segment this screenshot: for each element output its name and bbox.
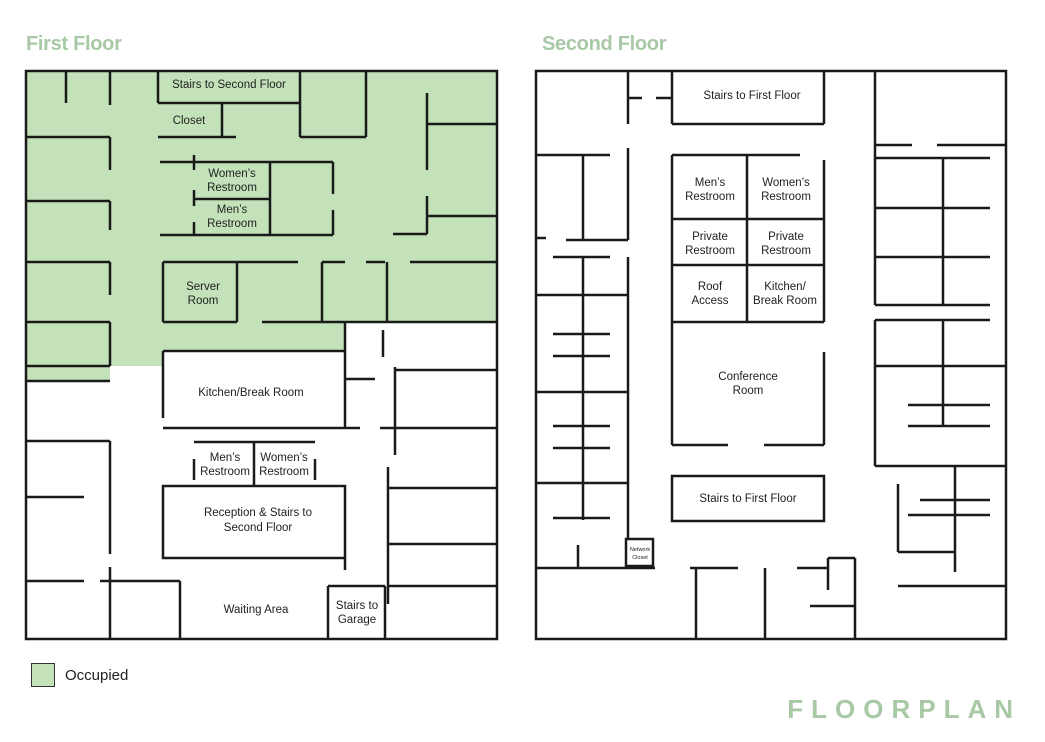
occupied-area (26, 71, 497, 381)
room-label-mens-line1: Men’s (695, 177, 726, 189)
room-label-reception-line1: Reception & Stairs to (204, 507, 312, 519)
first-floor-walls (26, 71, 497, 639)
legend: Occupied (31, 663, 128, 687)
room-label-kitchen-line1: Kitchen/ (764, 281, 806, 293)
first-floor-outer-wall (24, 69, 499, 641)
room-label-womens-low-line2: Restroom (259, 466, 309, 478)
room-label-closet: Closet (173, 115, 206, 127)
room-label-private-a-line1: Private (692, 231, 728, 243)
room-label-conference-line1: Conference (718, 371, 777, 383)
room-label-stairs-bottom: Stairs to First Floor (699, 493, 796, 505)
room-label-conference-line2: Room (733, 385, 764, 397)
legend-occupied-swatch (31, 663, 55, 687)
room-label-server-line2: Room (188, 295, 219, 307)
second-floor-outer-wall (534, 69, 1008, 641)
room-label-womens-low-line1: Women’s (260, 452, 308, 464)
room-label-server-line1: Server (186, 281, 220, 293)
room-label-private-a-line2: Restroom (685, 245, 735, 257)
room-label-kitchen-line2: Break Room (753, 295, 817, 307)
room-label-kitchen: Kitchen/Break Room (198, 387, 303, 399)
room-label-mens-top-line1: Men’s (217, 204, 248, 216)
room-label-mens-low-line2: Restroom (200, 466, 250, 478)
room-label-roof-line1: Roof (698, 281, 723, 293)
room-label-stairs-top: Stairs to First Floor (703, 90, 800, 102)
room-label-womens-top-line2: Restroom (207, 182, 257, 194)
room-label-stairs-second: Stairs to Second Floor (172, 79, 286, 91)
room-label-mens-top-line2: Restroom (207, 218, 257, 230)
room-label-private-b-line2: Restroom (761, 245, 811, 257)
room-label-roof-line2: Access (691, 295, 728, 307)
room-label-mens-low-line1: Men’s (210, 452, 241, 464)
room-label-womens-top-line1: Women’s (208, 168, 256, 180)
room-label-network-line1: Network (630, 547, 650, 553)
room-label-garage-line1: Stairs to (336, 600, 378, 612)
legend-occupied-label: Occupied (65, 666, 129, 684)
second-floor-title: Second Floor (542, 33, 667, 55)
room-label-womens-line2: Restroom (761, 191, 811, 203)
second-floor-labels: Stairs to First Floor Men’s Restroom Wom… (630, 90, 817, 561)
second-floor-walls (536, 71, 1006, 639)
room-label-reception-line2: Second Floor (224, 522, 293, 534)
room-label-mens-line2: Restroom (685, 191, 735, 203)
room-label-waiting: Waiting Area (224, 604, 289, 616)
first-floor-labels: Stairs to Second Floor Closet Women’s Re… (172, 79, 378, 626)
first-floor-title: First Floor (26, 33, 122, 55)
room-label-garage-line2: Garage (338, 614, 376, 626)
second-floor-plan: Stairs to First Floor Men’s Restroom Wom… (534, 69, 1008, 641)
room-label-private-b-line1: Private (768, 231, 804, 243)
room-label-womens-line1: Women’s (762, 177, 810, 189)
room-label-network-line2: Closet (632, 555, 648, 561)
brand-wordmark: FLOORPLAN (787, 694, 1021, 724)
first-floor-plan: Stairs to Second Floor Closet Women’s Re… (24, 69, 499, 641)
